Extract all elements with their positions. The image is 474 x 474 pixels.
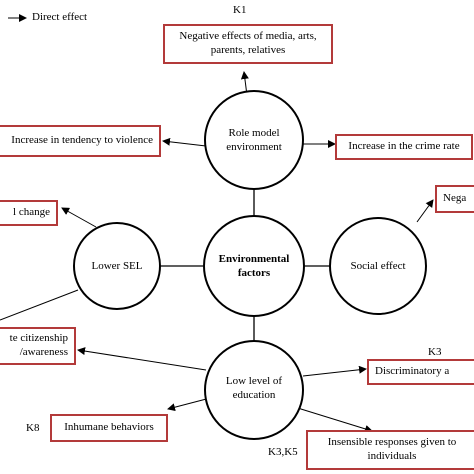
lower-sel-label: Lower SEL: [91, 259, 143, 272]
arrow-education-to-insensible: [287, 404, 373, 433]
box-violence: Increase in tendency to violence: [0, 125, 161, 157]
box-crime-rate: Increase in the crime rate: [335, 134, 473, 160]
arrow-education-to-citizenship: [77, 347, 207, 371]
code-k3k5: K3,K5: [268, 446, 298, 458]
arrow-sel-to-change: [61, 207, 97, 228]
arrow-sel-diagonal: [0, 289, 79, 321]
circle-low-education: [204, 340, 304, 440]
box-change: l change: [0, 200, 58, 226]
circle-role-model: [204, 90, 304, 190]
legend-label: Direct effect: [32, 11, 88, 23]
code-k1: K1: [233, 4, 247, 16]
box-inhumane: Inhumane behaviors: [50, 414, 168, 442]
box-negative-right: Nega: [435, 185, 474, 213]
arrow-role-to-violence: [162, 137, 207, 147]
arrow-social-to-negative: [416, 199, 434, 223]
box-citizenship: te citizenship /awareness: [0, 327, 76, 365]
box-negative-effects: Negative effects of media, arts, parents…: [163, 24, 333, 64]
social-effect-label: Social effect: [350, 259, 406, 272]
role-model-label: Role model environment: [226, 126, 282, 153]
circle-environmental-factors: [203, 215, 305, 317]
arrow-education-to-discriminatory: [302, 365, 367, 377]
environmental-factors-label: Environmental factors: [218, 252, 290, 279]
code-k3: K3: [428, 346, 442, 358]
box-insensible: Insensible responses given to individual…: [306, 430, 474, 470]
circle-social-effect: [329, 217, 427, 315]
circle-lower-sel: [73, 222, 161, 310]
code-k8: K8: [26, 422, 40, 434]
box-discriminatory: Discriminatory a: [367, 359, 474, 385]
low-education-label: Low level of education: [225, 374, 283, 401]
